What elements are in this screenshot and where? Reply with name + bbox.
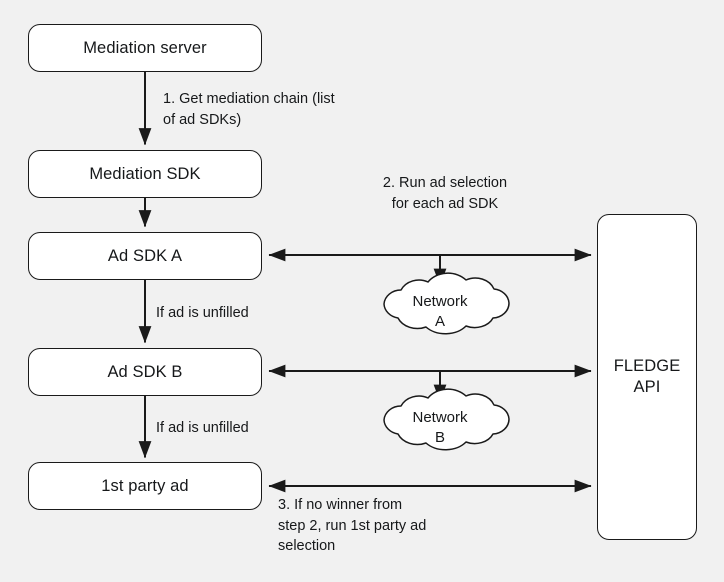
node-mediation-server[interactable]: Mediation server: [28, 24, 262, 72]
node-mediation-server-label: Mediation server: [83, 38, 207, 57]
node-mediation-sdk-label: Mediation SDK: [89, 164, 201, 183]
node-fledge-api-label: FLEDGE API: [613, 357, 681, 396]
node-first-party-ad-label: 1st party ad: [101, 476, 189, 495]
node-ad-sdk-b[interactable]: Ad SDK B: [28, 348, 262, 396]
network-a-cloud-shape: [383, 272, 510, 335]
node-network-a-label: Network A: [412, 293, 468, 331]
edge-label-step-2: 2. Run ad selection for each ad SDK: [382, 175, 508, 212]
node-mediation-sdk[interactable]: Mediation SDK: [28, 150, 262, 198]
edge-label-if-ad-is-unfilled-a: If ad is unfilled: [156, 305, 249, 321]
node-fledge-api[interactable]: FLEDGE API: [597, 214, 697, 540]
node-ad-sdk-b-label: Ad SDK B: [107, 362, 183, 381]
node-ad-sdk-a[interactable]: Ad SDK A: [28, 232, 262, 280]
edge-label-step-1: 1. Get mediation chain (list of ad SDKs): [163, 91, 335, 128]
network-b-cloud-shape: [383, 388, 510, 451]
node-ad-sdk-a-label: Ad SDK A: [107, 246, 183, 265]
edge-label-if-ad-is-unfilled-b: If ad is unfilled: [156, 420, 249, 436]
edge-label-step-3: 3. If no winner from step 2, run 1st par…: [278, 497, 427, 555]
node-network-b-label: Network B: [412, 409, 468, 447]
node-first-party-ad[interactable]: 1st party ad: [28, 462, 262, 510]
